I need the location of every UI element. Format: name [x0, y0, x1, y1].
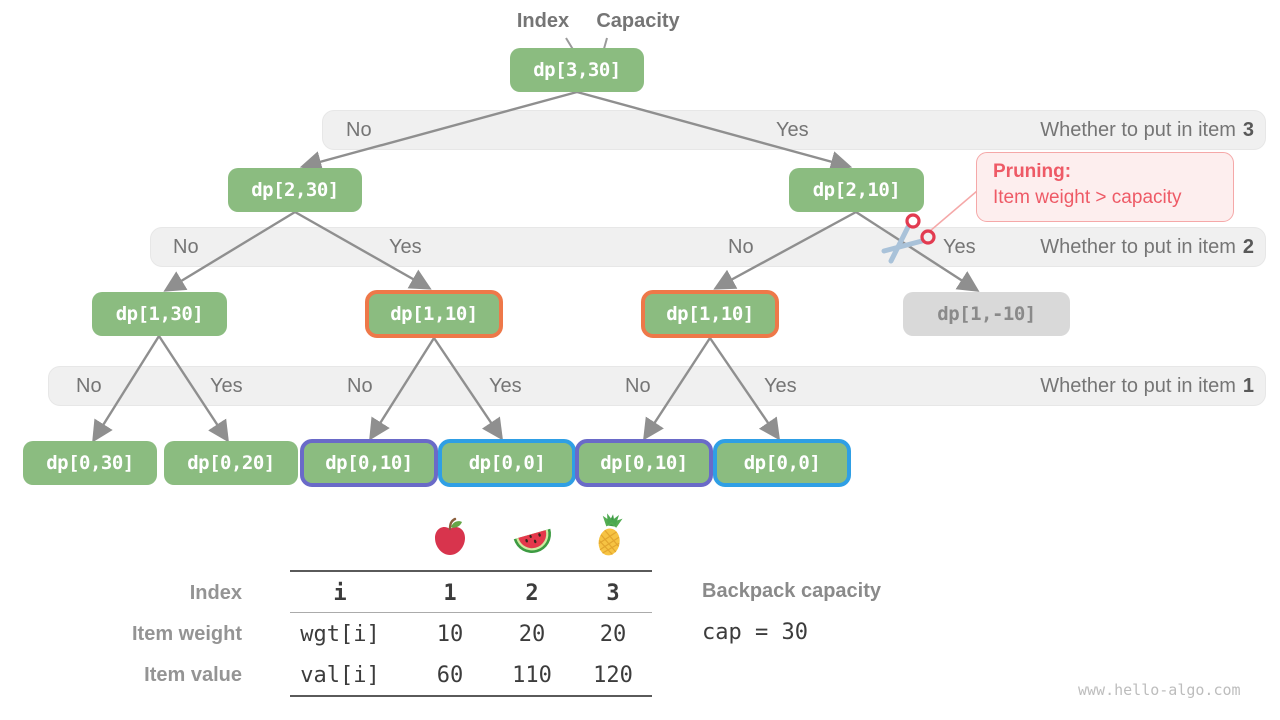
table-cell-val-1: 60	[436, 663, 464, 688]
apple-icon	[430, 515, 470, 564]
choice-yes: Yes	[764, 375, 797, 397]
choice-yes: Yes	[389, 236, 422, 258]
choice-no: No	[728, 236, 754, 258]
table-cell-val-2: 110	[512, 663, 552, 688]
dp-node-0-0-b: dp[0,0]	[713, 439, 851, 487]
capacity-pointer-label: Capacity	[596, 10, 680, 32]
table-cell-wgt-1: 10	[436, 622, 464, 647]
watermelon-icon	[508, 520, 556, 565]
band-question-item: 1	[1242, 375, 1254, 397]
dp-node-0-0-a: dp[0,0]	[438, 439, 576, 487]
table-row-label-weight: Item weight	[131, 623, 242, 645]
index-pointer-label: Index	[516, 10, 570, 32]
table-cell-wgt-3: 20	[599, 622, 627, 647]
dp-node-1-30: dp[1,30]	[92, 292, 227, 336]
table-cell-wgt-label: wgt[i]	[300, 622, 380, 647]
table-rule-mid	[290, 612, 652, 613]
decision-band-item-3: No Yes Whether to put in item 3	[322, 110, 1266, 150]
decision-band-item-1: No Yes No Yes No Yes Whether to put in i…	[48, 366, 1266, 406]
choice-no: No	[76, 375, 102, 397]
choice-yes: Yes	[943, 236, 976, 258]
table-header-2: 2	[525, 581, 539, 606]
table-header-3: 3	[606, 581, 620, 606]
pineapple-icon	[590, 513, 630, 564]
dp-node-1-10-pruned-left: dp[1,10]	[365, 290, 503, 338]
decision-band-item-2: No Yes No Yes Whether to put in item 2	[150, 227, 1266, 267]
band-question-item: 3	[1242, 119, 1254, 141]
table-rule-top	[290, 570, 652, 572]
band-question: Whether to put in item 3	[1040, 111, 1254, 149]
dp-node-2-30: dp[2,30]	[228, 168, 362, 212]
watermark: www.hello-algo.com	[1078, 681, 1241, 699]
band-question: Whether to put in item 2	[1040, 228, 1254, 266]
pruning-callout: Pruning: Item weight > capacity	[976, 152, 1234, 222]
table-cell-val-3: 120	[593, 663, 633, 688]
table-header-i: i	[333, 581, 347, 606]
pruning-title-line: Pruning:	[993, 161, 1217, 183]
pruning-colon: :	[1064, 161, 1072, 182]
dp-node-0-10-b: dp[0,10]	[575, 439, 713, 487]
table-row-label-value: Item value	[144, 664, 242, 686]
pruning-title: Pruning	[993, 161, 1065, 182]
choice-yes: Yes	[210, 375, 243, 397]
dp-node-1-10-pruned-right: dp[1,10]	[641, 290, 779, 338]
band-question: Whether to put in item 1	[1040, 367, 1254, 405]
band-question-item: 2	[1242, 236, 1254, 258]
table-header-1: 1	[443, 581, 457, 606]
band-question-text: Whether to put in item	[1040, 236, 1236, 258]
dp-node-2-10: dp[2,10]	[789, 168, 924, 212]
dp-node-3-30: dp[3,30]	[510, 48, 644, 92]
backpack-capacity-code: cap = 30	[702, 620, 808, 645]
choice-yes: Yes	[776, 119, 809, 141]
table-rule-bottom	[290, 695, 652, 697]
choice-yes: Yes	[489, 375, 522, 397]
table-cell-val-label: val[i]	[300, 663, 380, 688]
dp-node-1-neg10-invalid: dp[1,-10]	[903, 292, 1070, 336]
pruning-leader-line	[929, 190, 978, 232]
backpack-capacity-title: Backpack capacity	[702, 580, 882, 602]
dp-node-0-30: dp[0,30]	[23, 441, 157, 485]
table-cell-wgt-2: 20	[518, 622, 546, 647]
band-question-text: Whether to put in item	[1040, 119, 1236, 141]
band-question-text: Whether to put in item	[1040, 375, 1236, 397]
table-row-label-index: Index	[189, 582, 242, 604]
dp-node-0-20: dp[0,20]	[164, 441, 298, 485]
choice-no: No	[173, 236, 199, 258]
choice-no: No	[347, 375, 373, 397]
choice-no: No	[346, 119, 372, 141]
pruning-detail: Item weight > capacity	[993, 187, 1182, 208]
dp-node-0-10-a: dp[0,10]	[300, 439, 438, 487]
choice-no: No	[625, 375, 651, 397]
